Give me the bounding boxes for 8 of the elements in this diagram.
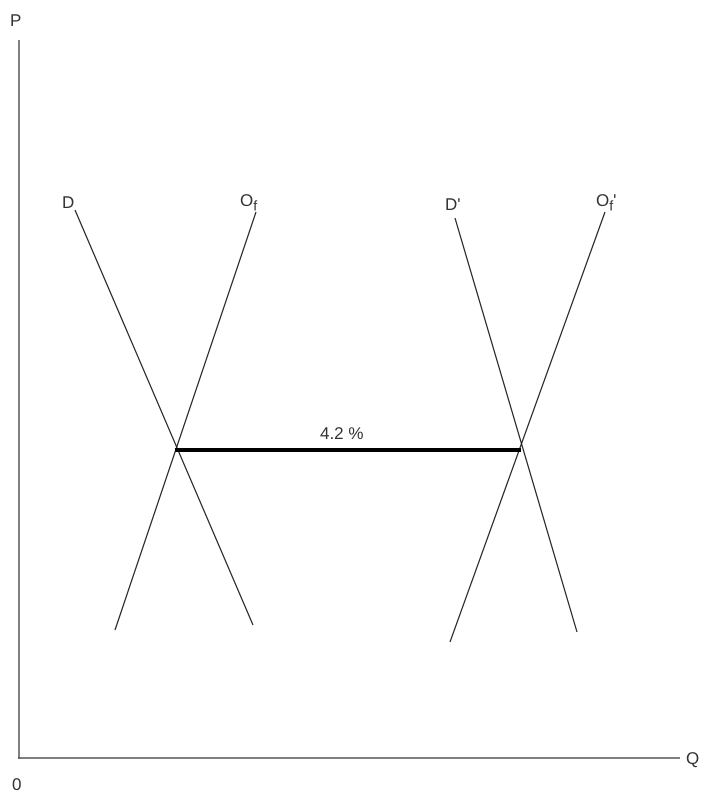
curve-label: O$_{f}$' — [596, 192, 616, 214]
curve-label: D — [62, 194, 74, 211]
axis-label: 0 — [12, 776, 22, 791]
axis-label: P — [10, 12, 22, 29]
value-label: 4.2 % — [320, 425, 364, 442]
curve-label: O$_{f}$ — [240, 192, 258, 214]
curve-label: D' — [445, 196, 461, 213]
axis-label: Q — [686, 750, 700, 767]
